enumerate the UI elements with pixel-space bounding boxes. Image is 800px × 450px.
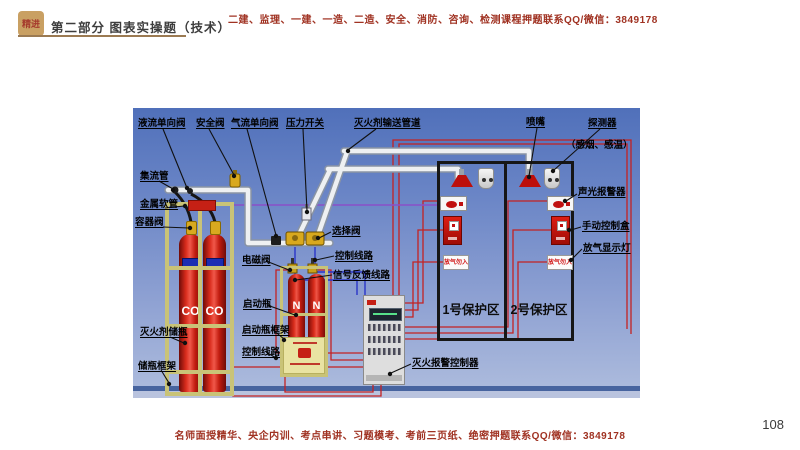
- label-control-line-upper: 控制线路: [335, 251, 374, 262]
- nozzle-stem: [459, 169, 464, 176]
- label-manual-control-box: 手动控制盒: [582, 221, 630, 232]
- pilot-bottle-1: N: [288, 274, 305, 346]
- label-zone-1: 1号保护区: [442, 303, 500, 317]
- nozzle-1: [451, 175, 473, 187]
- container-valve-2: [210, 221, 221, 235]
- label-agent-cylinder: 灭火剂储瓶: [140, 327, 188, 338]
- label-liquid-check-valve: 液流单向阀: [138, 118, 186, 129]
- manufacturer-logo: [298, 348, 311, 358]
- label-container-valve: 容器阀: [135, 217, 164, 228]
- sound-light-alarm-2: [547, 196, 574, 211]
- label-metal-hose: 金属软管: [140, 199, 179, 210]
- manual-control-box-1: [443, 216, 462, 245]
- nozzle-stem: [527, 169, 532, 176]
- label-solenoid-valve: 电磁阀: [242, 255, 271, 266]
- nozzle-2: [519, 175, 541, 187]
- fire-alarm-controller: [363, 295, 405, 385]
- cylinder-text: CO: [205, 304, 224, 318]
- page-number: 108: [762, 417, 784, 432]
- label-pilot-cylinder: 启动瓶: [243, 299, 272, 310]
- fire-suppression-system-diagram: CO CO N N: [133, 108, 640, 398]
- label-delivery-pipe: 灭火剂输送管道: [354, 118, 421, 129]
- agent-cylinder-2: CO: [203, 234, 226, 392]
- label-selector-valve: 选择阀: [332, 226, 361, 237]
- rack-name-plate: [188, 200, 216, 211]
- label-control-line-lower: 控制线路: [242, 347, 281, 358]
- pressure-switch-device: [301, 204, 312, 221]
- label-cylinder-rack: 储瓶框架: [138, 361, 177, 372]
- brand-logo: 精进: [18, 11, 44, 36]
- label-nozzle: 喷嘴: [526, 117, 546, 128]
- cylinder-text: CO: [181, 304, 200, 318]
- diagram-floor-strip: [133, 386, 640, 391]
- label-gas-discharge-lamp: 放气显示灯: [583, 243, 631, 254]
- zone-divider: [504, 164, 507, 338]
- pilot-bottle-text: N: [312, 300, 321, 312]
- detector-2: [544, 168, 560, 189]
- gas-discharge-sign-2: 放气勿入: [547, 255, 573, 270]
- selector-valve-devices: [285, 231, 325, 246]
- section-title: 第二部分 图表实操题（技术）: [51, 21, 231, 35]
- safety-valve-device: [229, 170, 241, 188]
- pilot-rack-frame: [280, 266, 328, 377]
- pilot-bottle-2: N: [308, 274, 325, 346]
- label-pilot-rack: 启动瓶框架: [242, 325, 290, 336]
- liquid-check-valves: [171, 186, 193, 194]
- label-safety-valve: 安全阀: [196, 118, 225, 129]
- label-detector-types: （感烟、感温）: [566, 140, 633, 151]
- label-detector: 探测器: [588, 118, 617, 129]
- label-signal-feedback-line: 信号反馈线路: [333, 270, 391, 281]
- pilot-rack-plate: [283, 337, 325, 374]
- label-zone-2: 2号保护区: [510, 303, 568, 317]
- controller-led: [367, 300, 376, 305]
- label-sound-light-alarm: 声光报警器: [578, 187, 626, 198]
- label-gas-check-valve: 气流单向阀: [231, 118, 279, 129]
- pilot-bottle-text: N: [292, 300, 301, 312]
- manual-control-box-2: [551, 216, 570, 245]
- gas-check-valve-device: [271, 236, 281, 245]
- detector-1: [478, 168, 494, 189]
- label-manifold: 集流管: [140, 171, 169, 182]
- label-controller: 灭火报警控制器: [412, 358, 479, 369]
- label-pressure-switch: 压力开关: [286, 118, 325, 129]
- gas-discharge-sign-1: 放气勿入: [443, 255, 469, 270]
- footer-promo-text: 名师面授精华、央企内训、考点串讲、习题模考、考前三页纸、绝密押题联系QQ/微信：…: [174, 431, 626, 442]
- title-underline: [18, 35, 186, 37]
- diagram-floor-light: [133, 391, 640, 398]
- controller-display: [369, 308, 402, 321]
- header-promo-text: 二建、监理、一建、一造、二造、安全、消防、咨询、检测课程押题联系QQ/微信：38…: [228, 15, 658, 26]
- sound-light-alarm-1: [440, 196, 467, 211]
